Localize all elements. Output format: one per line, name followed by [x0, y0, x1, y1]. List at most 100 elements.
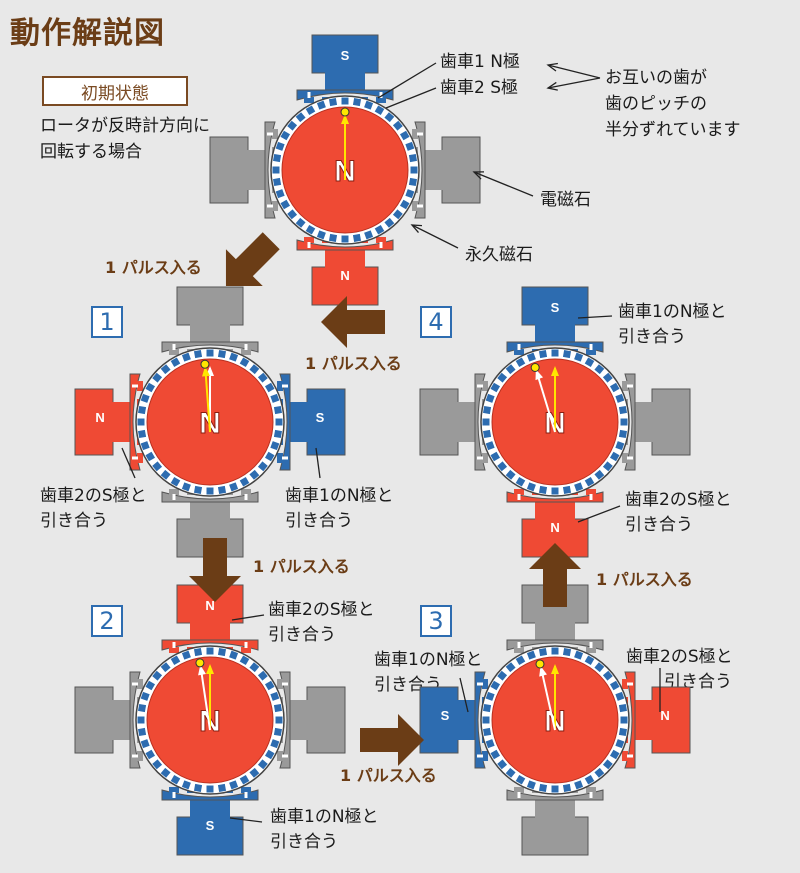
- step1-right-line1: 歯車1のN極と: [285, 486, 394, 506]
- step4-bottom-line1: 歯車2のS極と: [625, 490, 732, 510]
- rotation-indicator: [540, 667, 556, 731]
- motor-step-4: SNN: [419, 286, 691, 558]
- rotor-tooth: [526, 482, 536, 492]
- electromagnet-pole: N: [622, 671, 691, 769]
- rotor-tooth: [193, 647, 203, 657]
- rotor-tooth: [352, 233, 362, 243]
- rotor-tooth: [137, 429, 147, 439]
- step1-left-line2: 引き合う: [40, 511, 108, 531]
- rotor-tooth: [287, 120, 298, 131]
- rotor-tooth: [408, 153, 418, 163]
- pulse-arrow-initial: [225, 232, 280, 287]
- electromagnet-pole: [74, 671, 143, 769]
- rotor-tooth: [482, 703, 492, 713]
- rotor-tooth: [270, 393, 280, 403]
- rotor-tooth: [526, 650, 536, 660]
- rotor-tooth: [392, 120, 403, 131]
- rotor-marker: [200, 359, 210, 369]
- initial-state-badge: 初期状態: [42, 76, 188, 106]
- rotor-tooth: [229, 352, 239, 362]
- electromagnet-pole: S: [296, 34, 394, 103]
- rotor-tooth: [551, 647, 559, 655]
- rotor-tooth: [482, 418, 490, 426]
- rotor-tooth: [140, 691, 150, 701]
- rotor-tooth: [273, 429, 283, 439]
- electromagnet-pole: [412, 121, 481, 219]
- rotor-tooth: [482, 716, 490, 724]
- pole-letter: S: [341, 48, 350, 63]
- rotor-tooth: [538, 783, 548, 793]
- rotor-tooth: [264, 749, 275, 760]
- step4-top-line2: 引き合う: [618, 327, 686, 347]
- rotor-tooth: [562, 647, 572, 657]
- rotor-tooth: [181, 650, 191, 660]
- step2-top-line1: 歯車2のS極と: [268, 600, 375, 620]
- rotor-tooth: [275, 716, 283, 724]
- rotor-tooth: [239, 476, 250, 487]
- rotor-tooth: [505, 767, 516, 778]
- leader-offset-1: [547, 64, 601, 79]
- rotor-tooth: [584, 655, 595, 666]
- electromagnet-pole: S: [277, 373, 346, 471]
- rotor-tooth: [364, 100, 374, 110]
- leader-step2-bottom: [229, 817, 263, 823]
- rotor-tooth: [609, 451, 620, 462]
- rotor-tooth: [584, 357, 595, 368]
- rotation-indicator-head: [202, 366, 210, 377]
- rotor-tooth: [594, 469, 605, 480]
- rotor-tooth: [257, 461, 268, 472]
- rotor-tooth: [152, 461, 163, 472]
- rotor-tooth: [193, 349, 203, 359]
- rotor-tooth: [145, 451, 156, 462]
- rotor-tooth: [160, 364, 171, 375]
- rotor-tooth: [341, 235, 349, 243]
- rotor-tooth: [490, 749, 501, 760]
- rotor-tooth: [249, 364, 260, 375]
- permanent-magnet-label: 永久磁石: [465, 245, 533, 265]
- rotor-tooth: [405, 189, 415, 199]
- rotor-tooth: [399, 199, 410, 210]
- rotor-tooth: [615, 739, 625, 749]
- step1-right-line2: 引き合う: [285, 511, 353, 531]
- initial-desc-line2: 回転する場合: [40, 142, 142, 162]
- rotor-tooth: [618, 429, 628, 439]
- rotor-tooth: [270, 739, 280, 749]
- rotor-tooth: [249, 469, 260, 480]
- rotor-tooth: [273, 405, 283, 415]
- electromagnet-pole: N: [296, 237, 394, 306]
- rotor-tooth: [505, 662, 516, 673]
- rotor-tooth: [170, 774, 181, 785]
- rotor-tooth: [137, 716, 145, 724]
- step2-top-line2: 引き合う: [268, 625, 336, 645]
- rotor-tooth: [264, 382, 275, 393]
- rotor-tooth: [249, 662, 260, 673]
- electromagnet-pole: [622, 373, 691, 471]
- step-number-2: 2: [91, 605, 123, 637]
- rotor-tooth: [584, 476, 595, 487]
- step2-bottom-line1: 歯車1のN極と: [270, 807, 379, 827]
- rotor-tooth: [497, 759, 508, 770]
- electromagnet-pole: N: [506, 489, 604, 558]
- rotor-tooth: [574, 650, 584, 660]
- rotor-tooth: [384, 217, 395, 228]
- pulse-label-3-to-4: 1 パルス入る: [596, 570, 693, 589]
- rotor-tooth: [609, 749, 620, 760]
- rotor-tooth: [206, 487, 214, 495]
- pulse-label-initial: 1 パルス入る: [105, 258, 202, 277]
- rotor-tooth: [160, 767, 171, 778]
- rotor-tooth: [152, 670, 163, 681]
- rotor-tooth: [295, 112, 306, 123]
- rotor-marker: [530, 362, 540, 372]
- leader-permanent-magnet: [411, 224, 459, 249]
- pole-letter: N: [340, 268, 349, 283]
- step-number-3: 3: [420, 605, 452, 637]
- rotor-tooth: [374, 224, 385, 235]
- rotor-tooth: [217, 485, 227, 495]
- rotor-tooth: [584, 774, 595, 785]
- rotor-tooth: [273, 727, 283, 737]
- step-number-4: 4: [420, 306, 452, 338]
- rotor-tooth: [217, 647, 227, 657]
- rotor-tooth: [217, 783, 227, 793]
- rotor-tooth: [408, 177, 418, 187]
- rotor-tooth: [193, 485, 203, 495]
